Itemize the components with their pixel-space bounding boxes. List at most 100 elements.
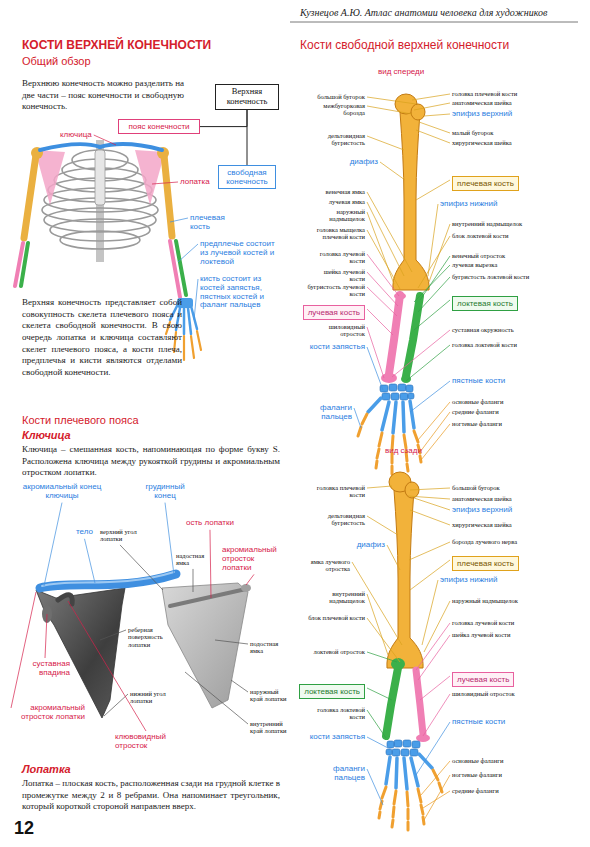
box-text: лучевая кость — [308, 308, 360, 317]
part-label: шиловидный отросток — [452, 690, 515, 697]
part-label: головка лучевой кости — [307, 250, 365, 265]
part-label: фаланги пальцев — [307, 765, 365, 783]
part-label: надостная ямка — [176, 552, 210, 567]
box-text: локтевая кость — [457, 299, 513, 308]
leader-line — [420, 412, 450, 452]
part-label: ногтевые фаланги — [452, 420, 502, 427]
part-label: суставная окружность — [452, 326, 514, 333]
connector — [247, 110, 248, 165]
part-label: акромиальный конец ключицы — [22, 483, 102, 501]
leader-line — [367, 309, 393, 335]
part-label: верхний угол лопатки — [100, 528, 140, 543]
label-box: локтевая кость — [299, 684, 365, 699]
part-label: внутренний надмыщелок — [307, 590, 365, 605]
part-label: кисть состоит из костей запястья, пястны… — [200, 275, 282, 310]
leader-line — [194, 279, 198, 320]
leader-line — [367, 106, 412, 114]
leader-line — [416, 623, 450, 670]
part-label: наружный надмыщелок — [307, 208, 365, 223]
leader-line — [408, 496, 450, 499]
part-label: блок плечевой кости — [308, 614, 365, 621]
leader-line — [367, 136, 404, 150]
leader-line — [410, 381, 450, 412]
running-header: Кузнецов А.Ю. Атлас анатомии человека дл… — [300, 7, 580, 18]
part-label: анатомическая шейка — [452, 495, 512, 502]
leader-line — [354, 408, 361, 428]
humerus-back — [387, 472, 423, 668]
part-label: лучевая вырезка — [452, 261, 497, 268]
leader-line — [45, 614, 47, 658]
leader-line — [428, 204, 438, 276]
part-label: акромиальный отросток лопатки — [222, 546, 286, 572]
leader-line — [44, 503, 62, 586]
part-label: блок локтевой кости — [452, 232, 509, 239]
leader-line — [418, 236, 450, 288]
label-box: пояс конечности — [118, 119, 200, 134]
leader-line — [410, 510, 450, 525]
part-label: плечевая кость — [190, 214, 240, 232]
leader-line — [100, 630, 126, 640]
leader-line — [367, 769, 383, 805]
leader-line — [367, 347, 383, 390]
box-text: плечевая кость — [457, 179, 514, 188]
part-label: венечный отросток — [452, 252, 505, 259]
leader-line — [11, 592, 36, 708]
part-label: суставная впадина — [20, 660, 70, 678]
part-label: диафиз — [350, 158, 378, 167]
part-label: внутренний край лопатки — [250, 720, 290, 735]
part-label: ость лопатки — [186, 519, 234, 528]
box-text: свободная конечность — [223, 168, 271, 186]
leader-line — [419, 122, 450, 133]
part-label: дельтовидная бугристость — [307, 132, 365, 147]
box-text: локтевая кость — [304, 687, 360, 696]
leader-line — [94, 135, 116, 145]
part-label: борозда лучевого нерва — [452, 538, 517, 545]
part-label: клювовидный отросток — [115, 733, 177, 751]
leader-line — [414, 498, 450, 510]
hand-bones-back — [379, 740, 442, 830]
part-label: основные фаланги — [452, 757, 503, 764]
leader-line — [421, 424, 450, 460]
part-label: тело — [76, 528, 93, 537]
leader-line — [193, 569, 194, 592]
leader-line — [367, 202, 404, 276]
leader-line — [231, 680, 248, 692]
part-label: акромиальный отросток лопатки — [13, 704, 85, 722]
leader-line — [380, 162, 405, 180]
part-label: нижний угол лопатки — [130, 690, 172, 705]
leader-line — [246, 574, 254, 585]
leader-line — [410, 560, 450, 590]
part-label: лопатка — [180, 178, 210, 187]
page-title: КОСТИ ВЕРХНЕЙ КОНЕЧНОСТИ — [22, 38, 211, 52]
part-label: головка лучевой кости — [452, 619, 514, 626]
leader-line — [410, 488, 450, 490]
part-label: эпифиз верхний — [452, 110, 512, 119]
part-label: кости запястья — [310, 343, 365, 352]
part-label: предплечье состоит из лучевой костей и л… — [200, 240, 284, 266]
label-box: лучевая кость — [452, 672, 514, 687]
hand-bones — [358, 384, 421, 474]
leader-line — [420, 676, 450, 700]
leader-line — [367, 287, 397, 316]
leader-line — [367, 212, 394, 284]
part-label: шиловидный отросток — [307, 323, 365, 338]
section-heading: Общий обзор — [22, 55, 91, 67]
part-label: анатомическая шейка — [452, 99, 512, 106]
part-label: шейка лучевой кости — [452, 631, 510, 638]
leader-line — [421, 761, 450, 795]
part-label: большой бугорок — [317, 93, 365, 100]
section-heading: Кости свободной верхней конечности — [300, 38, 509, 52]
leader-line — [416, 130, 450, 143]
leader-line — [412, 94, 450, 100]
leader-line — [170, 218, 188, 222]
part-label: головка плечевой кости — [452, 90, 517, 97]
leader-line — [367, 688, 392, 700]
part-label: реберная поверхность лопатки — [128, 626, 174, 648]
clavicle — [40, 572, 176, 588]
part-label: эпифиз нижний — [440, 200, 497, 209]
leader-line — [423, 694, 450, 736]
leader-line — [414, 300, 450, 330]
page-number: 12 — [14, 818, 34, 839]
leader-line — [104, 694, 128, 716]
